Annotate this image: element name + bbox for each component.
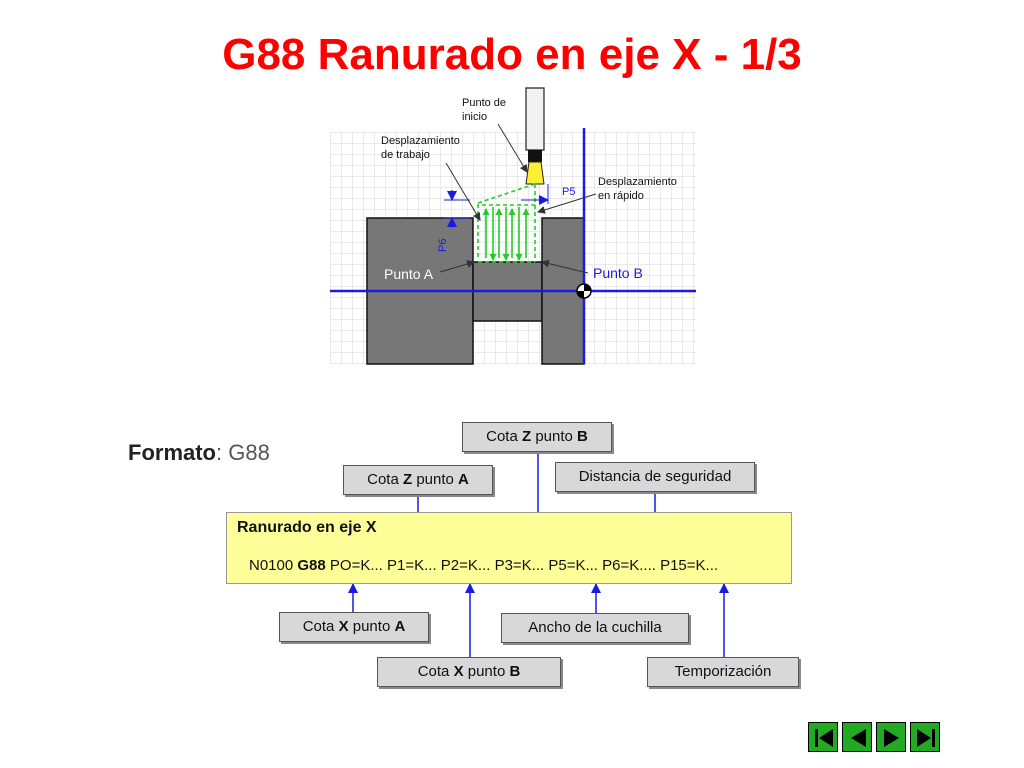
formato-line: Formato: G88 (128, 440, 270, 466)
slide-title: G88 Ranurado en eje X - 1/3 (222, 30, 802, 79)
formato-sep: : (216, 440, 229, 465)
punto-a-label: Punto A (384, 266, 434, 282)
p6-dimension (444, 190, 470, 228)
first-page-button[interactable] (808, 722, 838, 752)
program-code: N0100 G88 PO=K... P1=K... P2=K... P3=K..… (249, 557, 719, 574)
cutting-tool (525, 87, 545, 185)
box-ancho-cuchilla: Ancho de la cuchilla (501, 613, 689, 643)
p5-label: P5 (562, 186, 575, 198)
box-distancia-seguridad: Distancia de seguridad (555, 462, 755, 492)
next-page-icon (884, 729, 899, 747)
last-page-icon (917, 729, 935, 747)
first-page-icon (815, 729, 833, 747)
p6-label: P6 (437, 239, 449, 252)
previous-page-icon (851, 729, 866, 747)
formato-value: G88 (228, 440, 270, 465)
formato-label: Formato (128, 440, 216, 465)
program-heading: Ranurado en eje X (237, 519, 377, 536)
desplazamiento-trabajo-label: Desplazamiento de trabajo (381, 135, 463, 161)
punto-inicio-label: Punto de inicio (462, 97, 509, 123)
box-cota-x-punto-a: Cota X punto A (279, 612, 429, 642)
box-cota-z-punto-b: Cota Z punto B (462, 422, 612, 452)
desplazamiento-rapido-label: Desplazamiento en rápido (598, 176, 680, 202)
previous-page-button[interactable] (842, 722, 872, 752)
toolpath (477, 183, 536, 263)
last-page-button[interactable] (910, 722, 940, 752)
punto-b-label: Punto B (593, 265, 643, 281)
box-temporizacion: Temporización (647, 657, 799, 687)
box-cota-z-punto-a: Cota Z punto A (343, 465, 493, 495)
program-box: Ranurado en eje X N0100 G88 PO=K... P1=K… (226, 512, 792, 584)
p5-dimension (521, 184, 549, 205)
next-page-button[interactable] (876, 722, 906, 752)
box-cota-x-punto-b: Cota X punto B (377, 657, 561, 687)
